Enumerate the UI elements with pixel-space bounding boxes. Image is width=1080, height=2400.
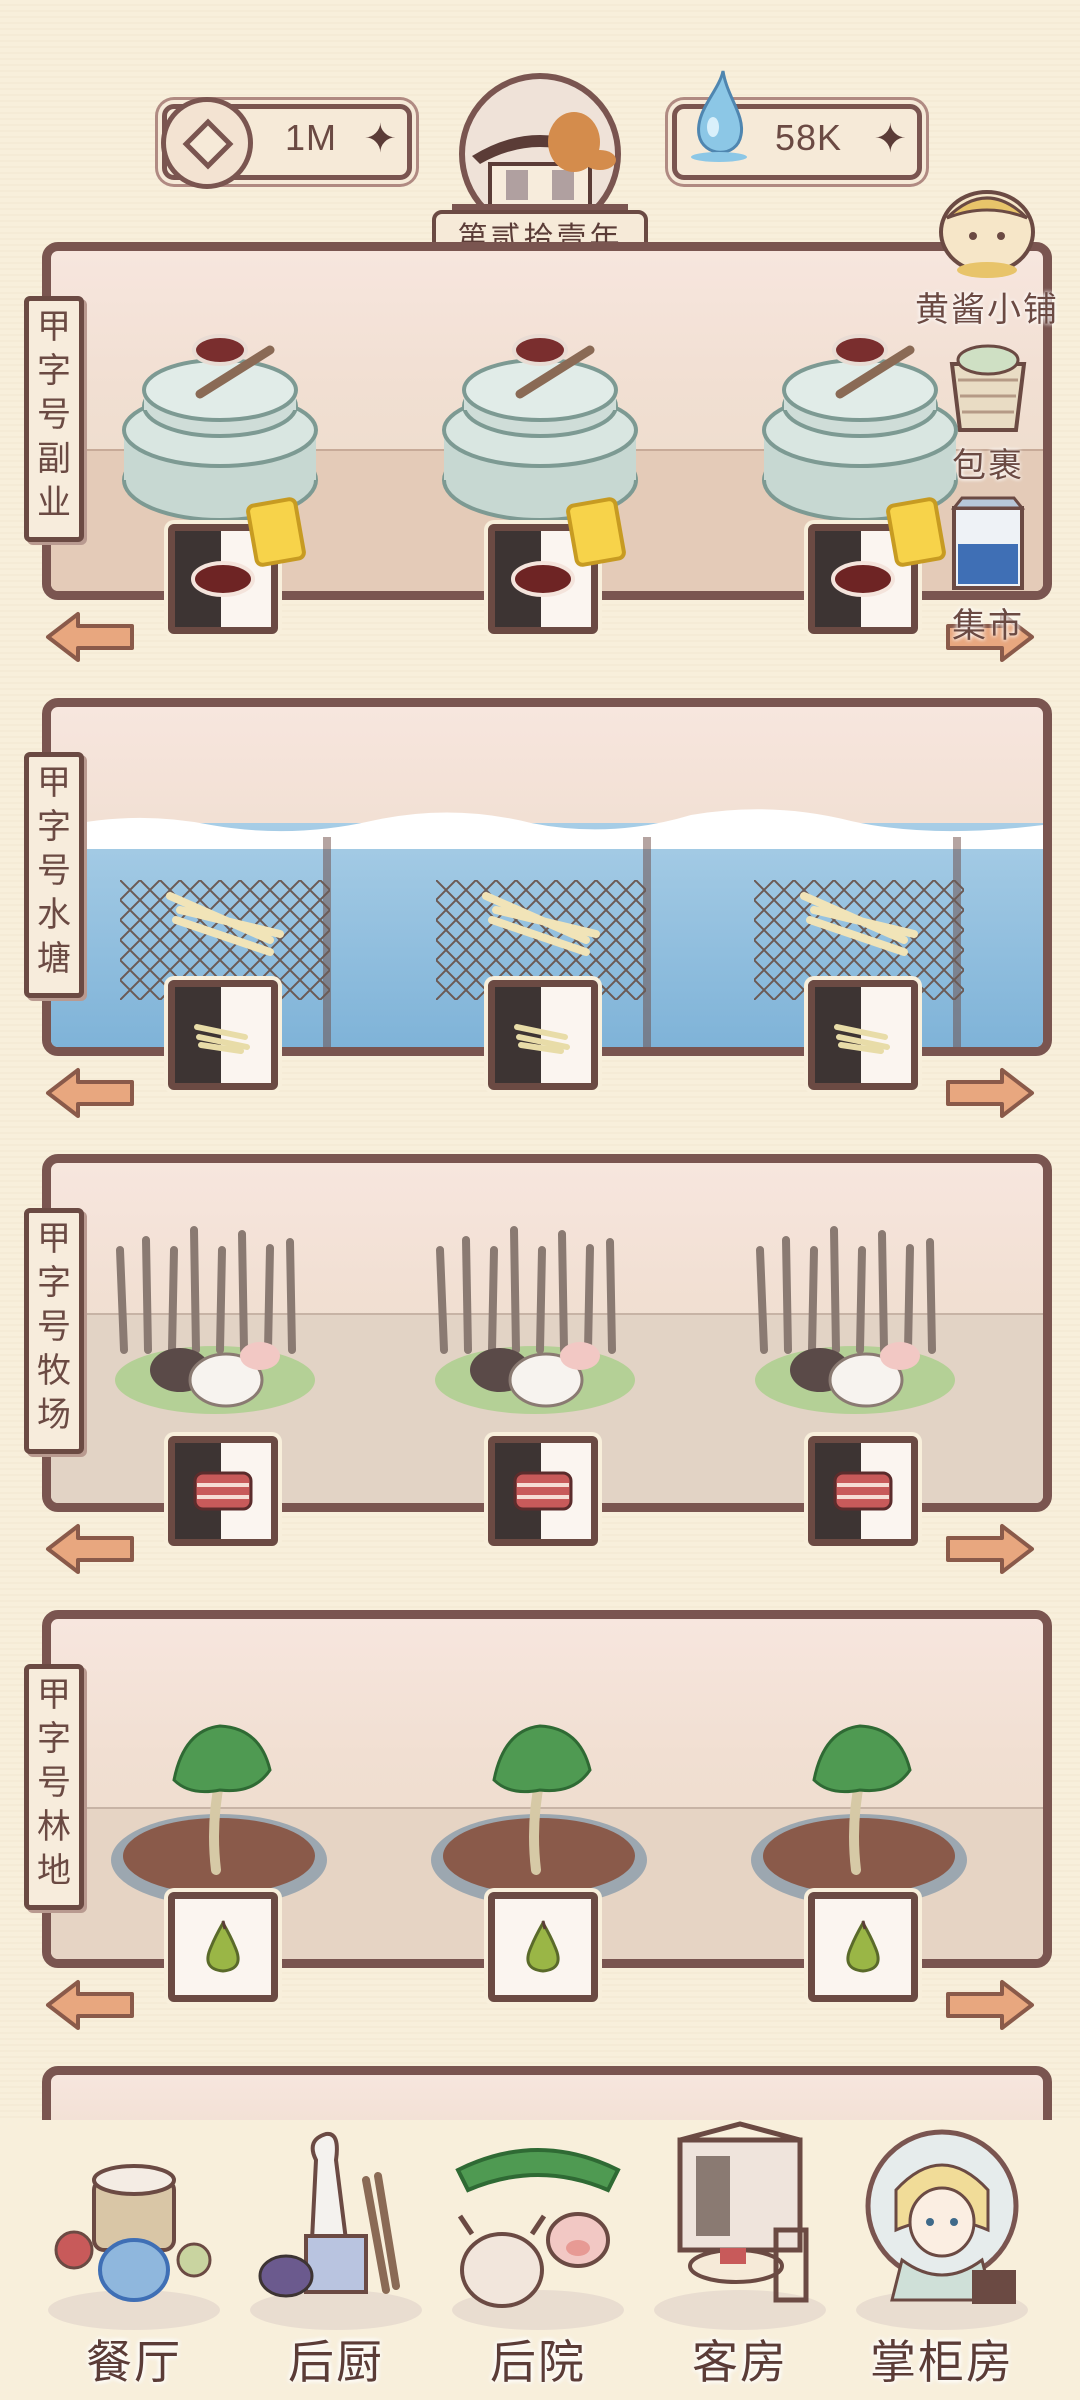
- fish-icon: [194, 1024, 250, 1054]
- panel-label-pasture: 甲字号牧场: [24, 1208, 84, 1454]
- arrow-right-icon[interactable]: [944, 1978, 1036, 2032]
- jade-counter[interactable]: 58K ✦: [672, 70, 922, 180]
- add-jade-icon[interactable]: ✦: [873, 116, 907, 162]
- side-shop-button[interactable]: 黄酱小铺: [912, 178, 1062, 331]
- product-slot[interactable]: [808, 1436, 918, 1546]
- coin-amount: 1M: [285, 117, 338, 158]
- stone-mill-icon[interactable]: [440, 330, 640, 530]
- copper-coin-icon: [161, 97, 253, 189]
- product-slot[interactable]: [488, 1892, 598, 2002]
- gold-bag-icon[interactable]: [886, 496, 946, 568]
- arrow-right-icon[interactable]: [944, 610, 1036, 664]
- gold-bag-icon[interactable]: [566, 496, 626, 568]
- backyard-icon: [452, 2148, 624, 2330]
- bacon-icon: [513, 1471, 573, 1511]
- bacon-icon: [193, 1471, 253, 1511]
- side-package-button[interactable]: 包裹: [928, 334, 1048, 487]
- panel-label-side-business: 甲字号副业: [24, 296, 84, 542]
- panel-label-orchard: 甲字号林地: [24, 1664, 84, 1910]
- stone-mill-icon[interactable]: [760, 330, 960, 530]
- product-slot[interactable]: [168, 1436, 278, 1546]
- jade-amount: 58K: [775, 117, 843, 158]
- water-drop-icon: [691, 70, 747, 162]
- nav-backyard[interactable]: 后院: [438, 2120, 638, 2400]
- product-slot[interactable]: [168, 980, 278, 1090]
- nav-guest-room-label: 客房: [692, 2335, 788, 2389]
- side-market-button[interactable]: 集市: [928, 494, 1048, 647]
- gold-bag-icon[interactable]: [246, 496, 306, 568]
- sauce-bowl-icon: [511, 561, 575, 597]
- arrow-left-icon[interactable]: [44, 1522, 136, 1576]
- pasture-pen-icon[interactable]: [430, 1220, 640, 1420]
- arrow-right-icon[interactable]: [944, 1066, 1036, 1120]
- manager-room-icon: [856, 2129, 1028, 2330]
- tree-plot-icon[interactable]: [744, 1720, 974, 1910]
- side-market-label: 集市: [952, 606, 1024, 646]
- product-slot[interactable]: [808, 1892, 918, 2002]
- bacon-icon: [833, 1471, 893, 1511]
- nav-restaurant-label: 餐厅: [86, 2335, 182, 2389]
- nav-manager-room[interactable]: 掌柜房: [842, 2120, 1042, 2400]
- nav-guest-room[interactable]: 客房: [640, 2120, 840, 2400]
- stone-mill-icon[interactable]: [120, 330, 320, 530]
- add-coins-icon[interactable]: ✦: [363, 116, 397, 162]
- product-slot[interactable]: [488, 1436, 598, 1546]
- nav-kitchen[interactable]: 后厨: [236, 2120, 436, 2400]
- tree-plot-icon[interactable]: [424, 1720, 654, 1910]
- tree-plot-icon[interactable]: [104, 1720, 334, 1910]
- nav-kitchen-label: 后厨: [288, 2335, 384, 2389]
- side-shop-label: 黄酱小铺: [915, 290, 1059, 330]
- sauce-bowl-icon: [831, 561, 895, 597]
- nav-restaurant[interactable]: 餐厅: [34, 2120, 234, 2400]
- coin-counter[interactable]: 1M ✦: [161, 97, 412, 189]
- side-package-label: 包裹: [952, 446, 1024, 486]
- chef-character-icon: [939, 190, 1035, 278]
- pasture-pen-icon[interactable]: [750, 1220, 960, 1420]
- pasture-pen-icon[interactable]: [110, 1220, 320, 1420]
- inn-emblem-icon[interactable]: [432, 64, 648, 264]
- guest-room-icon: [654, 2121, 826, 2330]
- water-wave: [51, 809, 1043, 849]
- kitchen-icon: [250, 2131, 422, 2330]
- market-stall-icon: [950, 496, 1026, 590]
- arrow-left-icon[interactable]: [44, 1978, 136, 2032]
- arrow-left-icon[interactable]: [44, 1066, 136, 1120]
- pear-icon: [206, 1919, 240, 1973]
- pear-icon: [526, 1919, 560, 1973]
- panel-label-fish-pond: 甲字号水塘: [24, 752, 84, 998]
- basket-icon: [949, 344, 1027, 432]
- sauce-bowl-icon: [191, 561, 255, 597]
- fish-icon: [834, 1024, 890, 1054]
- fish-icon: [514, 1024, 570, 1054]
- pear-icon: [846, 1919, 880, 1973]
- nav-backyard-label: 后院: [490, 2335, 586, 2389]
- arrow-left-icon[interactable]: [44, 610, 136, 664]
- nav-manager-room-label: 掌柜房: [870, 2335, 1014, 2389]
- restaurant-icon: [48, 2164, 220, 2330]
- product-slot[interactable]: [168, 1892, 278, 2002]
- product-slot[interactable]: [488, 980, 598, 1090]
- arrow-right-icon[interactable]: [944, 1522, 1036, 1576]
- product-slot[interactable]: [808, 980, 918, 1090]
